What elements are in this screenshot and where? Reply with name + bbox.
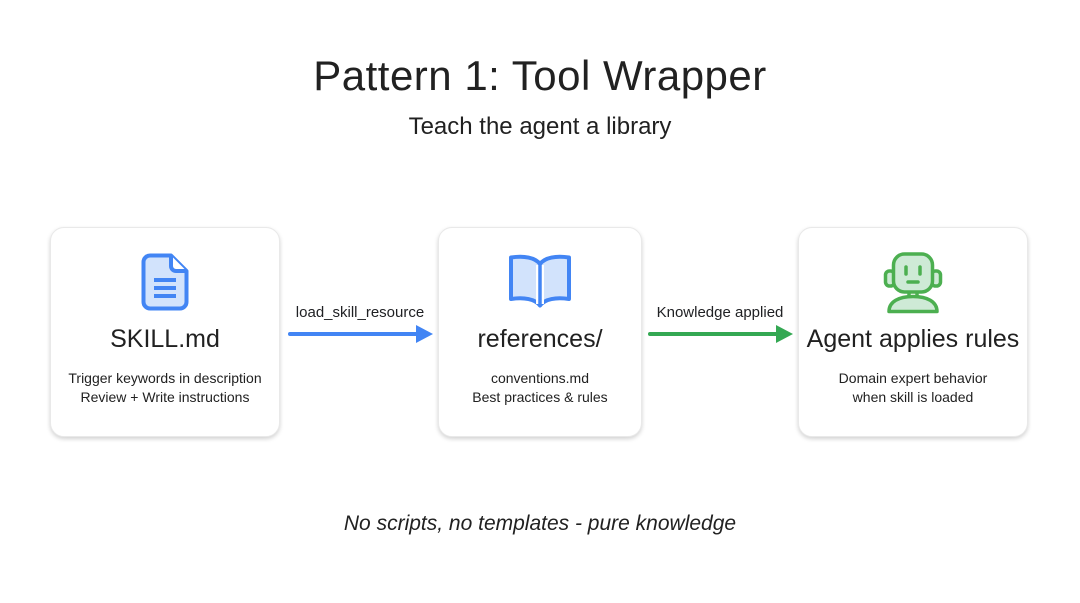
card-title: references/: [477, 325, 603, 353]
card-description: conventions.md Best practices & rules: [472, 369, 607, 407]
card-description-line: conventions.md: [490, 370, 590, 386]
arrow-label-knowledge-applied: Knowledge applied: [656, 304, 784, 321]
card-description-line: Domain expert behavior: [838, 370, 988, 386]
card-title: Agent applies rules: [806, 325, 1020, 353]
footer-note: No scripts, no templates - pure knowledg…: [343, 512, 737, 535]
open-book-icon: [507, 251, 573, 313]
card-references: references/ conventions.md Best practice…: [438, 227, 642, 437]
file-document-icon: [141, 251, 189, 313]
robot-icon: [883, 251, 943, 314]
card-skill-md: SKILL.md Trigger keywords in description…: [50, 227, 280, 437]
arrow-line: [288, 332, 420, 336]
arrow-label-load-skill-resource: load_skill_resource: [295, 304, 425, 321]
arrow-green-icon: [648, 325, 793, 343]
card-description-line: Review + Write instructions: [80, 389, 250, 405]
arrow-blue-icon: [288, 325, 433, 343]
card-description-line: Trigger keywords in description: [68, 370, 262, 386]
arrow-line: [648, 332, 780, 336]
card-description: Domain expert behavior when skill is loa…: [839, 369, 988, 407]
card-agent-applies-rules: Agent applies rules Domain expert behavi…: [798, 227, 1028, 437]
card-description-line: Best practices & rules: [472, 389, 608, 405]
card-title: SKILL.md: [110, 325, 220, 353]
arrow-head: [776, 325, 793, 343]
page-title: Pattern 1: Tool Wrapper: [313, 52, 767, 99]
card-description: Trigger keywords in description Review +…: [68, 369, 261, 407]
page-subtitle: Teach the agent a library: [408, 113, 672, 140]
arrow-head: [416, 325, 433, 343]
card-description-line: when skill is loaded: [852, 389, 974, 405]
